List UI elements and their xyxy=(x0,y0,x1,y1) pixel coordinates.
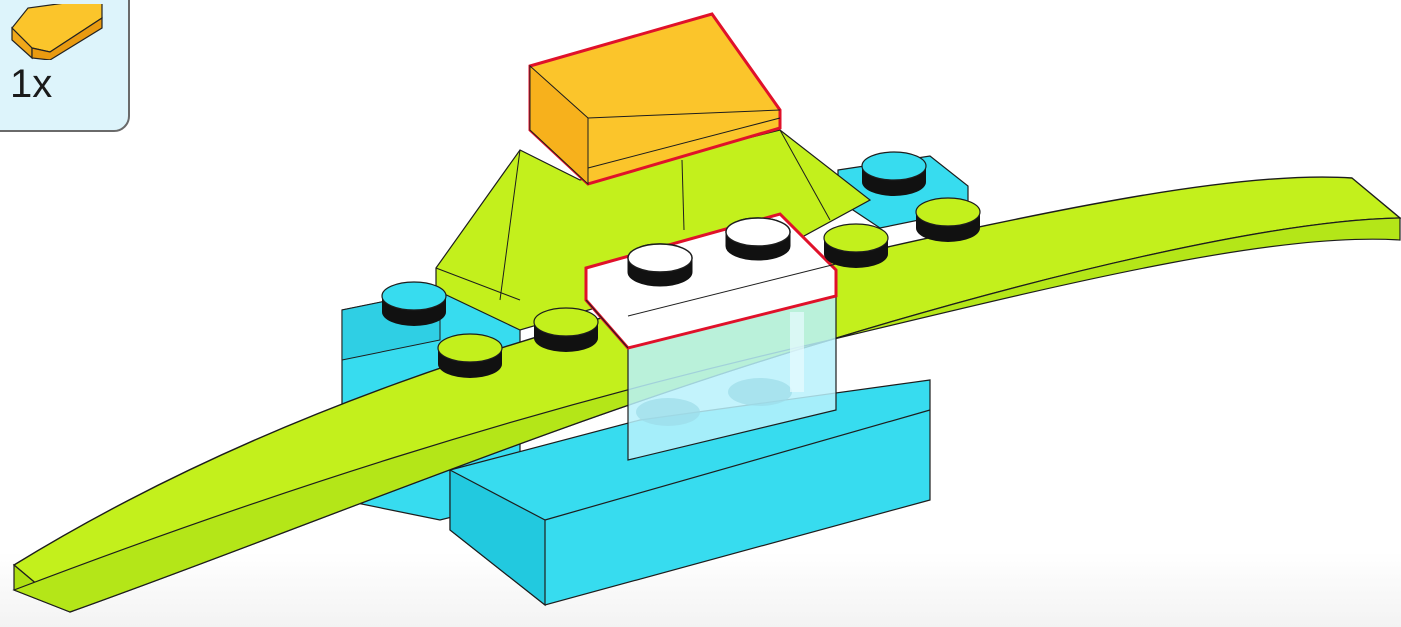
stud xyxy=(862,152,926,196)
stud xyxy=(382,282,446,326)
stud xyxy=(534,308,598,352)
stud xyxy=(916,198,980,242)
stud xyxy=(438,334,502,378)
stud xyxy=(824,224,888,268)
